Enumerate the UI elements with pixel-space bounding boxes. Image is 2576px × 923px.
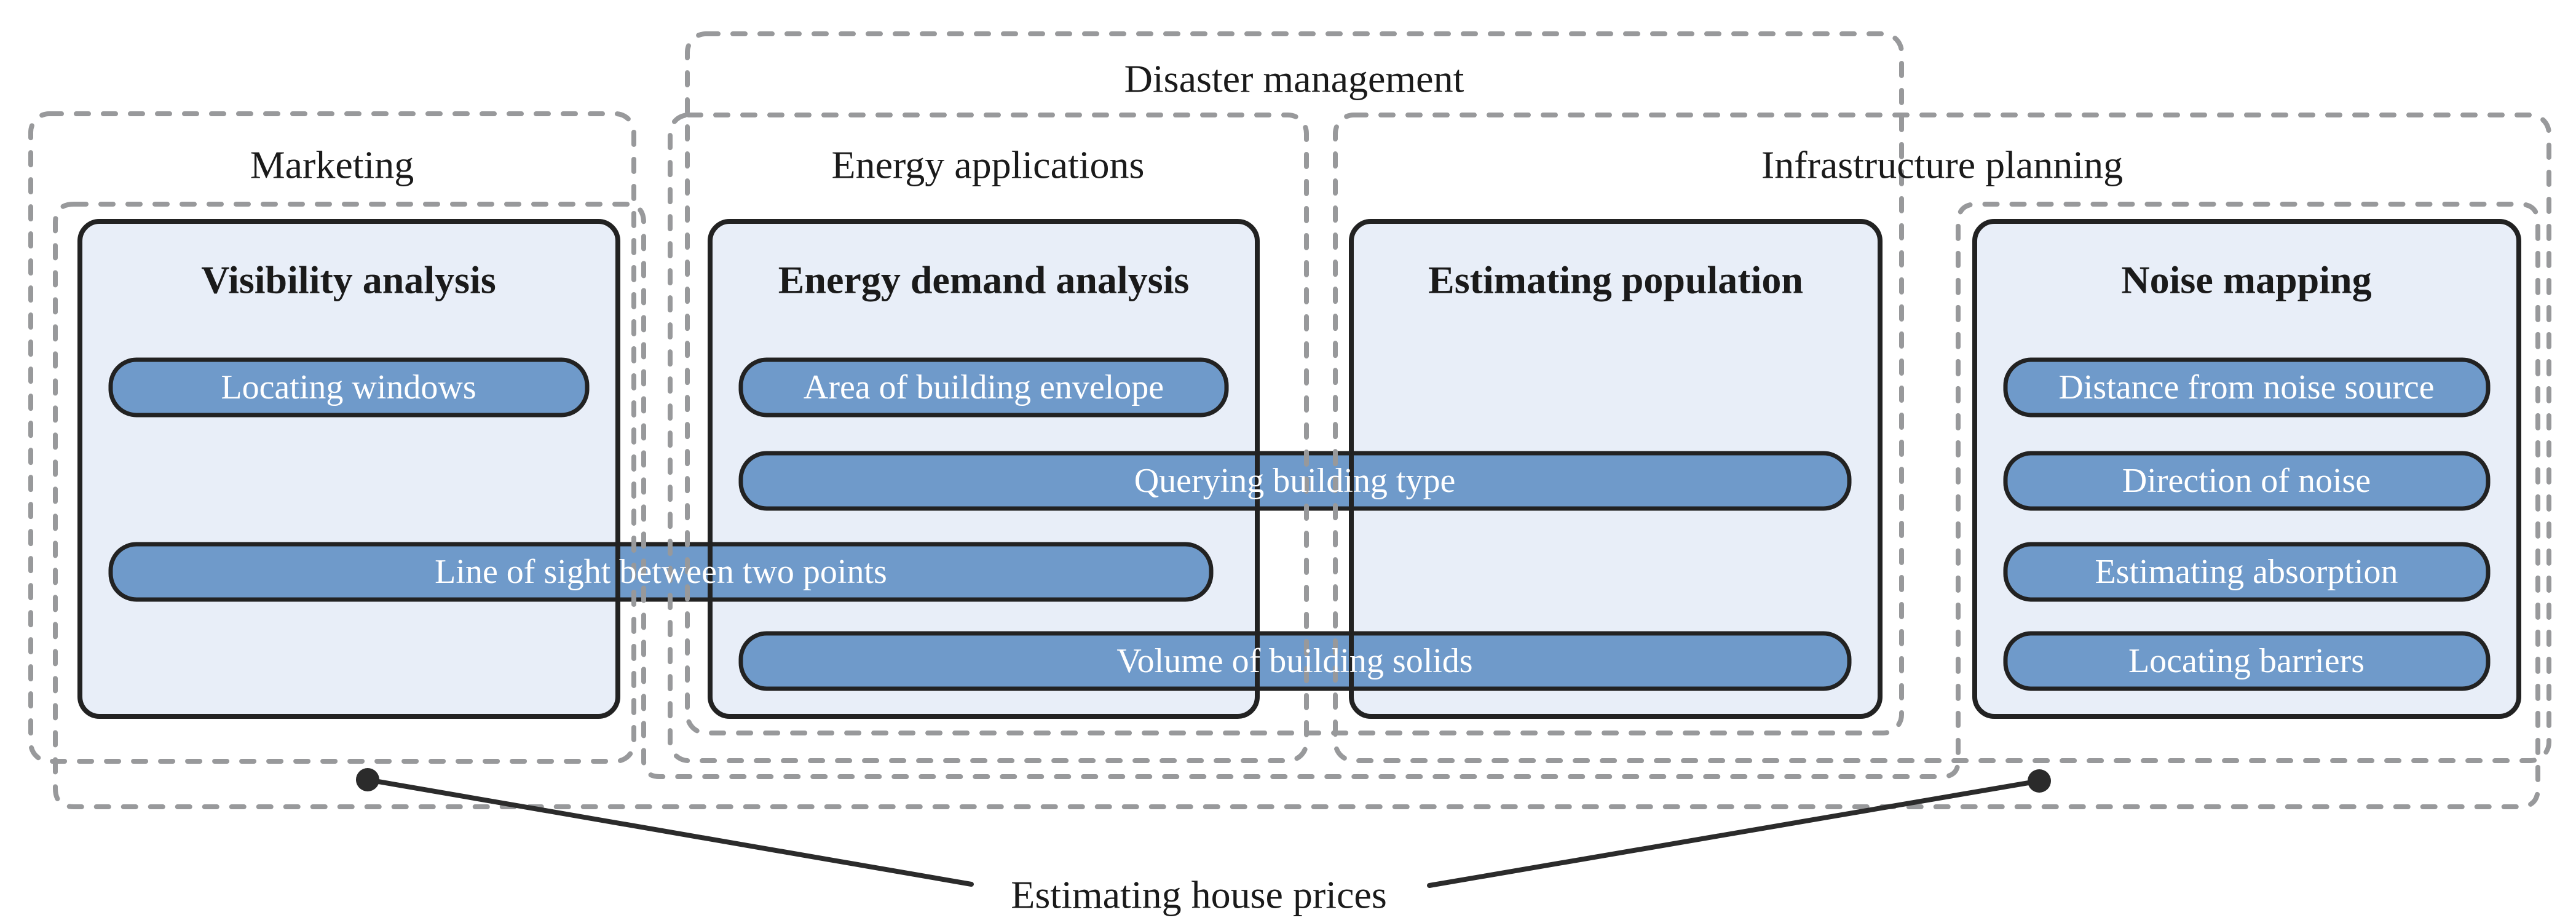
distance-from-noise-source-pill xyxy=(2003,357,2491,418)
estimating-absorption-pill xyxy=(2003,542,2491,602)
locating-barriers-pill-label: Locating barriers xyxy=(2128,642,2365,680)
energy-applications-app-box xyxy=(668,113,1309,763)
estimating-house-prices-label: Estimating house prices xyxy=(1011,873,1386,917)
direction-of-noise-pill xyxy=(2003,451,2491,511)
locating-barriers-pill xyxy=(2003,631,2491,691)
visibility-analysis-title: Visibility analysis xyxy=(201,258,496,302)
infrastructure-planning-label: Infrastructure planning xyxy=(1761,143,2123,187)
line-of-sight-pill xyxy=(108,542,1214,602)
visibility-analysis-box-border xyxy=(77,219,620,719)
callout-line-left xyxy=(365,777,974,887)
estimating-population-title: Estimating population xyxy=(1428,258,1803,302)
estimating-absorption-pill-label: Estimating absorption xyxy=(2095,553,2398,591)
energy-applications-label: Energy applications xyxy=(832,143,1145,187)
volume-of-building-solids-pill-label: Volume of building solids xyxy=(1116,642,1472,680)
callout-dot-left xyxy=(356,768,379,791)
locating-windows-pill xyxy=(108,357,590,418)
area-of-building-envelope-pill xyxy=(738,357,1229,418)
operation-pills xyxy=(108,357,2491,691)
house-prices-callout xyxy=(356,768,2051,888)
application-boxes xyxy=(28,31,2551,809)
disaster-management-label: Disaster management xyxy=(1124,57,1464,101)
infrastructure-planning-app-box xyxy=(1333,113,2551,763)
distance-from-noise-source-pill-label: Distance from noise source xyxy=(2058,368,2434,406)
estimating-population-box-border xyxy=(1349,219,1883,719)
energy-demand-analysis-box-border xyxy=(708,219,1260,719)
noise-mapping-box-border xyxy=(1972,219,2521,719)
area-of-building-envelope-pill-label: Area of building envelope xyxy=(804,368,1164,406)
callout-line-right xyxy=(1427,778,2042,888)
locating-windows-pill-label: Locating windows xyxy=(221,368,476,406)
noise-mapping-title: Noise mapping xyxy=(2121,258,2371,302)
querying-building-type-pill xyxy=(738,451,1852,511)
line-of-sight-pill-label: Line of sight between two points xyxy=(435,553,887,591)
callout-dot-right xyxy=(2028,769,2051,793)
marketing-label: Marketing xyxy=(250,143,414,187)
volume-of-building-solids-pill xyxy=(738,631,1852,691)
labels: Marketing Disaster management Energy app… xyxy=(201,57,2434,917)
energy-demand-analysis-title: Energy demand analysis xyxy=(778,258,1190,302)
disaster-management-app-box xyxy=(685,31,1904,735)
estimating-house-prices-app-outline xyxy=(53,202,2540,809)
direction-of-noise-pill-label: Direction of noise xyxy=(2122,462,2371,500)
marketing-app-box xyxy=(28,111,636,764)
use-case-borders xyxy=(77,219,2521,719)
querying-building-type-pill-label: Querying building type xyxy=(1134,462,1456,500)
